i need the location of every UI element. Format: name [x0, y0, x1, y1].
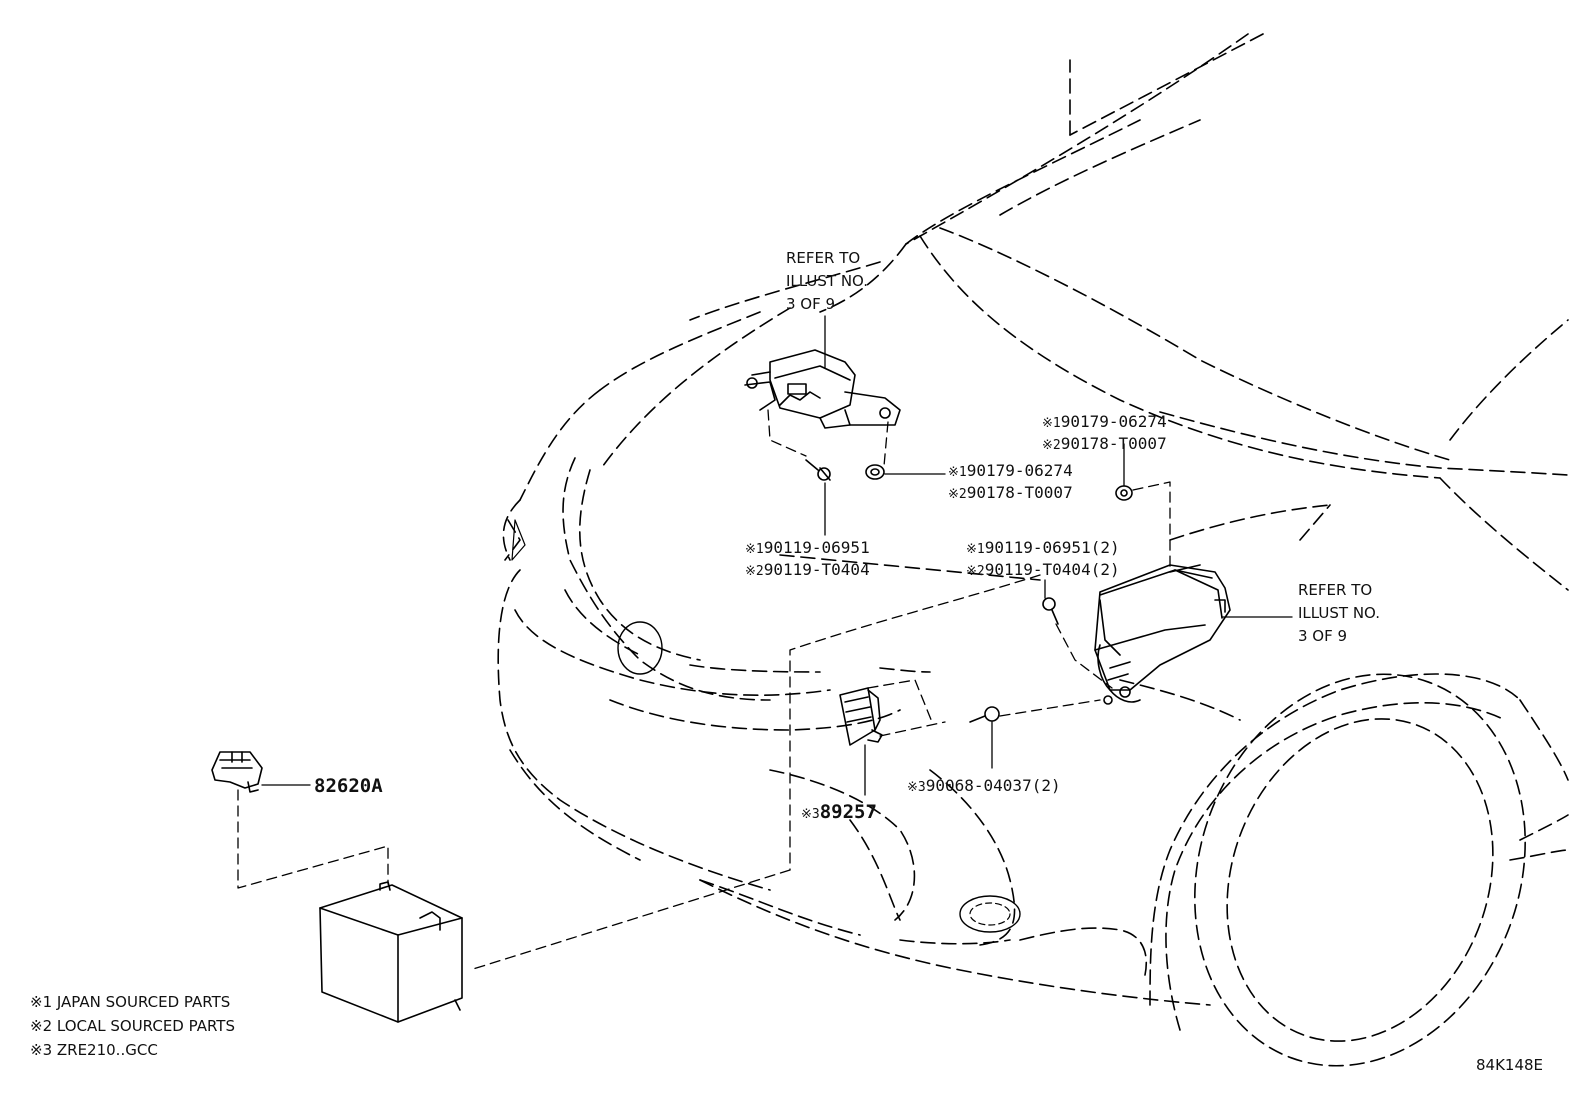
refer-line: 3 OF 9 [786, 295, 836, 313]
source-mark: ※2 [948, 487, 967, 502]
legend-item: ※1 JAPAN SOURCED PARTS [30, 993, 231, 1011]
source-mark: ※1 [966, 542, 985, 557]
source-mark: ※3 [907, 780, 926, 795]
source-mark: ※1 [948, 465, 967, 480]
callout-bolt-center: ※190119-06951(2) ※290119-T0404(2) [966, 538, 1120, 582]
battery-illustration [319, 881, 463, 1023]
fog-lamp-ring [959, 895, 1021, 933]
leader-lines [261, 315, 1293, 796]
legend-item: ※3 ZRE210..GCC [30, 1041, 158, 1059]
source-legend: ※1 JAPAN SOURCED PARTS ※2 LOCAL SOURCED … [30, 990, 235, 1062]
refer-line: ILLUST NO. [786, 272, 869, 290]
part-number: 90178-T0007 [966, 483, 1073, 502]
illustration-id: 84K148E [1476, 1056, 1544, 1074]
callout-nut-center: ※190179-06274 ※290178-T0007 [948, 461, 1073, 505]
refer-line: REFER TO [786, 249, 861, 267]
refer-line: REFER TO [1298, 581, 1373, 599]
source-mark: ※2 [966, 564, 985, 579]
clamp-82620a-illustration [211, 751, 263, 793]
relay-89257-illustration [839, 687, 883, 746]
part-number: 90119-T0404(2) [984, 560, 1120, 579]
headlight-ring [617, 621, 663, 675]
part-number: 90068-04037(2) [925, 776, 1061, 795]
callout-bolt-left: ※190119-06951 ※290119-T0404 [745, 538, 870, 582]
car-body-outline [497, 33, 1569, 1067]
legend-item: ※2 LOCAL SOURCED PARTS [30, 1017, 235, 1035]
part-number: 90119-06951 [763, 538, 870, 557]
part-number: 90179-06274 [1060, 412, 1167, 431]
callout-bolt-lower: ※390068-04037(2) [907, 776, 1061, 798]
refer-line: ILLUST NO. [1298, 604, 1381, 622]
source-mark: ※1 [745, 542, 764, 557]
part-number: 82620A [314, 775, 383, 797]
refer-note-top: REFER TO ILLUST NO. 3 OF 9 [786, 247, 868, 316]
source-mark: ※2 [1042, 438, 1061, 453]
part-number: 90179-06274 [966, 461, 1073, 480]
part-number: 90119-06951(2) [984, 538, 1120, 557]
refer-note-right: REFER TO ILLUST NO. 3 OF 9 [1298, 579, 1380, 648]
callout-relay: ※389257 [801, 802, 877, 825]
callout-clamp: 82620A [314, 776, 383, 797]
part-number: 90178-T0007 [1060, 434, 1167, 453]
source-mark: ※2 [745, 564, 764, 579]
callout-nut-upper: ※190179-06274 ※290178-T0007 [1042, 412, 1167, 456]
source-mark: ※3 [801, 807, 820, 822]
relay-block-illustration [1094, 564, 1231, 705]
refer-line: 3 OF 9 [1298, 627, 1348, 645]
part-number: 89257 [819, 801, 877, 823]
source-mark: ※1 [1042, 416, 1061, 431]
part-number: 90119-T0404 [763, 560, 870, 579]
assembly-dashed-links [237, 409, 1171, 971]
